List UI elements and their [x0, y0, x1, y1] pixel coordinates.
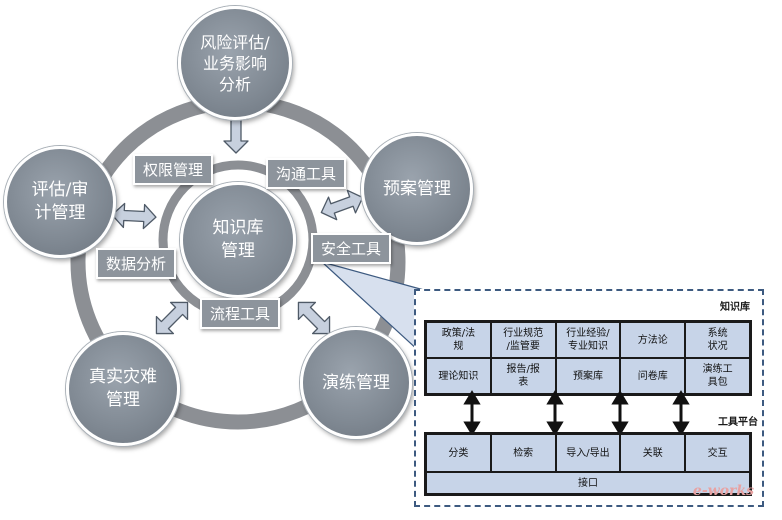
tool-cell: 关联	[620, 434, 686, 472]
arrow-audit-center	[111, 202, 157, 230]
tag-permission: 权限管理	[133, 154, 214, 185]
kb-cell: 预案库	[555, 358, 621, 394]
risk-node-label: 风险评估/ 业务影响 分析	[200, 32, 270, 94]
risk-assessment-node: 风险评估/ 业务影响 分析	[178, 6, 292, 120]
tag-process: 流程工具	[200, 298, 281, 329]
kb-title: 知识库	[720, 302, 750, 313]
kb-cell: 报告/报 表	[490, 358, 556, 394]
center-node-label: 知识库 管理	[212, 218, 264, 261]
tool-cell: 检索	[490, 434, 556, 472]
knowledge-platform-panel: 知识库 政策/法 规 行业规范 /监管要 行业经验/ 专业知识 方法论 系统 状…	[414, 289, 764, 507]
disaster-management-node: 真实灾难 管理	[66, 332, 180, 446]
drill-node-label: 演练管理	[322, 372, 390, 393]
tag-communication: 沟通工具	[266, 158, 347, 189]
kb-cell: 系统 状况	[685, 322, 750, 358]
audit-management-node: 评估/审 计管理	[4, 146, 116, 258]
tool-grid: 分类 检索 导入/导出 关联 交互 接口	[424, 432, 752, 496]
tag-data-analysis: 数据分析	[96, 248, 177, 279]
drill-management-node: 演练管理	[300, 327, 412, 439]
center-knowledge-base-node: 知识库 管理	[180, 182, 296, 298]
kb-cell: 问卷库	[620, 358, 686, 394]
kb-cell: 行业经验/ 专业知识	[555, 322, 621, 358]
arrow-plan-center	[320, 189, 364, 221]
interface-cell: 接口	[426, 472, 750, 494]
kb-cell: 方法论	[620, 322, 686, 358]
watermark-logo: e-works	[692, 483, 754, 499]
tool-cell: 交互	[685, 434, 750, 472]
connector-arrows	[463, 390, 690, 436]
kb-cell: 行业规范 /监管要	[490, 322, 556, 358]
arrow-disaster-center	[155, 301, 189, 335]
kb-cell: 政策/法 规	[426, 322, 491, 358]
tool-cell: 导入/导出	[555, 434, 621, 472]
plan-node-label: 预案管理	[383, 178, 451, 199]
tool-platform-title: 工具平台	[718, 417, 758, 428]
kb-cell: 演练工 具包	[685, 358, 750, 394]
tag-security: 安全工具	[311, 233, 392, 264]
tool-cell: 分类	[426, 434, 491, 472]
audit-node-label: 评估/审 计管理	[31, 180, 89, 223]
disaster-node-label: 真实灾难 管理	[89, 367, 157, 410]
kb-cell: 理论知识	[426, 358, 491, 394]
plan-management-node: 预案管理	[361, 133, 473, 245]
kb-grid: 政策/法 规 行业规范 /监管要 行业经验/ 专业知识 方法论 系统 状况 理论…	[424, 320, 752, 396]
